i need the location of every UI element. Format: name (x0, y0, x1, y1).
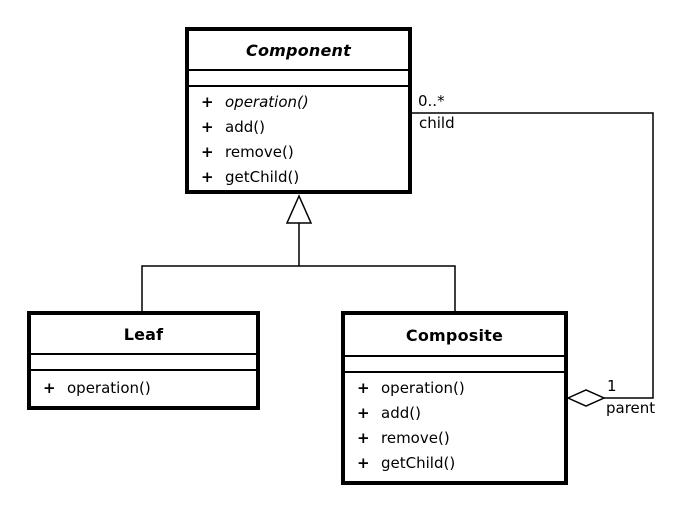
attributes-compartment-component (189, 69, 408, 87)
visibility-marker: + (43, 378, 56, 397)
class-box-component: Component + operation() + add() + remove… (185, 27, 412, 194)
multiplicity-parent-end: 1 (607, 377, 617, 395)
method-row: + getChild() (189, 164, 408, 189)
class-box-leaf: Leaf + operation() (27, 311, 260, 410)
class-name-composite: Composite (405, 325, 504, 345)
visibility-marker: + (357, 378, 370, 397)
method-name: getChild() (381, 453, 456, 472)
method-name: remove() (225, 142, 294, 161)
visibility-marker: + (357, 403, 370, 422)
method-name: operation() (381, 378, 465, 397)
method-row: + operation() (345, 375, 564, 400)
generalization-line (141, 223, 456, 312)
role-child-end: child (419, 114, 455, 132)
class-name-component: Component (246, 40, 351, 60)
role-parent-end: parent (606, 399, 656, 417)
visibility-marker: + (357, 453, 370, 472)
class-name-leaf: Leaf (123, 324, 164, 344)
visibility-marker: + (201, 167, 214, 186)
visibility-marker: + (201, 117, 214, 136)
attributes-compartment-composite (345, 355, 564, 373)
methods-compartment-leaf: + operation() (31, 371, 256, 402)
attributes-compartment-leaf (31, 353, 256, 371)
method-row: + getChild() (345, 450, 564, 475)
method-row: + operation() (31, 375, 256, 400)
method-name: add() (381, 403, 421, 422)
multiplicity-child-end: 0..* (418, 92, 445, 110)
method-name: operation() (67, 378, 151, 397)
visibility-marker: + (201, 142, 214, 161)
method-name: operation() (225, 92, 309, 111)
method-row: + add() (189, 114, 408, 139)
inheritance-triangle-icon (285, 194, 313, 224)
aggregation-diamond-icon (566, 389, 606, 407)
method-row: + add() (345, 400, 564, 425)
method-row: + remove() (345, 425, 564, 450)
class-box-composite: Composite + operation() + add() + remove… (341, 311, 568, 485)
aggregation-line (412, 112, 654, 399)
method-row: + remove() (189, 139, 408, 164)
method-row: + operation() (189, 89, 408, 114)
method-name: getChild() (225, 167, 300, 186)
visibility-marker: + (357, 428, 370, 447)
methods-compartment-component: + operation() + add() + remove() + getCh… (189, 87, 408, 186)
visibility-marker: + (201, 92, 214, 111)
method-name: remove() (381, 428, 450, 447)
method-name: add() (225, 117, 265, 136)
methods-compartment-composite: + operation() + add() + remove() + getCh… (345, 373, 564, 477)
